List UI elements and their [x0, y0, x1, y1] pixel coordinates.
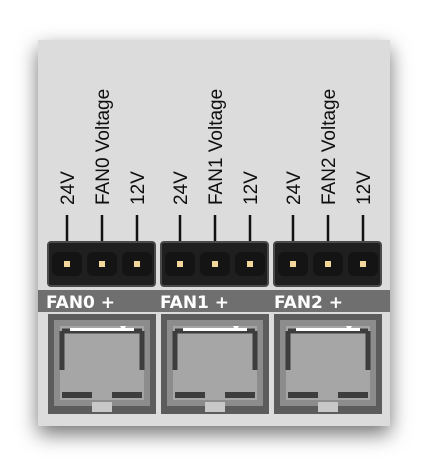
pin [290, 261, 296, 267]
pin-label: 12V [241, 171, 262, 205]
pin [177, 261, 183, 267]
pin-label: 12V [128, 171, 149, 205]
fan-label-strip [38, 290, 390, 312]
pin-label: FAN1 Voltage [206, 89, 227, 205]
pin-label: FAN0 Voltage [93, 89, 114, 205]
connectors [48, 314, 382, 414]
fan1-label: FAN1 + [160, 293, 229, 313]
fan1-connector [161, 314, 269, 414]
pin-label: 12V [354, 171, 375, 205]
pin-label: FAN2 Voltage [319, 89, 340, 205]
fan0-label: FAN0 + [46, 293, 115, 313]
pin-labels: 24V FAN0 Voltage 12V 24V FAN1 Voltage 12… [58, 89, 375, 258]
fan2-label: FAN2 + [274, 293, 343, 313]
pin-label: 24V [284, 171, 305, 205]
pin [212, 261, 218, 267]
pin-headers [47, 241, 382, 287]
pin [360, 261, 366, 267]
pin [64, 261, 70, 267]
pin-label: 24V [171, 171, 192, 205]
pin [99, 261, 105, 267]
pin [134, 261, 140, 267]
pin-label: 24V [58, 171, 79, 205]
pin [247, 261, 253, 267]
pin [325, 261, 331, 267]
fan0-connector [48, 314, 156, 414]
fan2-connector [274, 314, 382, 414]
